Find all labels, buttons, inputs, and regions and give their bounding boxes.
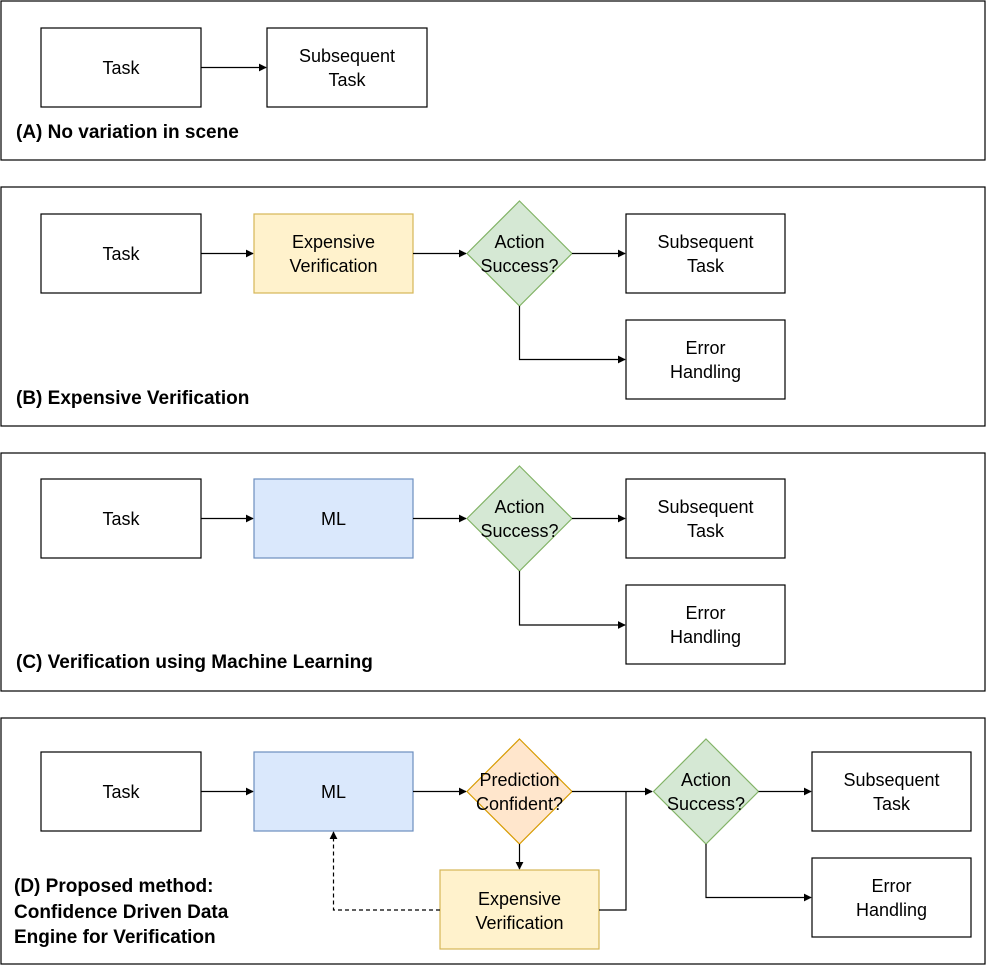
panel-c-subsequent-label-line2: Task [687,521,725,541]
panel-d-verification-label-line2: Verification [475,913,563,933]
panel-a-subsequent-task-node: Subsequent Task [266,27,428,108]
panel-d-error-label-line2: Handling [856,900,927,920]
panel-b-task-label: Task [102,244,140,264]
panel-b-arrow-decision-to-error [518,306,626,364]
panel-d-ml-label: ML [321,782,346,802]
panel-c: Task ML Action Success? Subsequent Task … [0,452,986,692]
panel-d-subsequent-label-line1: Subsequent [843,770,939,790]
panel-d-caption-line3: Engine for Verification [14,927,216,948]
panel-c-error-handling-node: Error Handling [625,584,786,665]
panel-c-action-success-decision: Action Success? [466,465,573,572]
panel-a-subsequent-label-line1: Subsequent [299,46,395,66]
panel-d-caption-line1: (D) Proposed method: [14,876,214,897]
panel-b-expensive-verification-node: Expensive Verification [253,213,414,294]
panel-b-verification-label-line1: Expensive [292,232,375,252]
panel-d-subsequent-label-line2: Task [873,794,911,814]
panel-d-subsequent-task-node: Subsequent Task [811,751,972,832]
panel-a-task-node: Task [40,27,202,108]
panel-d: Task ML Prediction Confident? Expensive … [0,717,986,965]
panel-d-error-label-line1: Error [872,876,912,896]
panel-d-prediction-confident-decision: Prediction Confident? [466,738,573,845]
panel-a: Task Subsequent Task (A) No variation in… [0,0,986,161]
panel-c-caption: (C) Verification using Machine Learning [16,652,373,673]
panel-b-subsequent-label-line1: Subsequent [657,232,753,252]
panel-c-ml-label: ML [321,509,346,529]
panel-d-confidence-label-line2: Confident? [476,794,563,814]
panel-c-task-label: Task [102,509,140,529]
panel-d-decision-label-line1: Action [681,770,731,790]
panel-c-error-label-line1: Error [686,603,726,623]
panel-c-task-node: Task [40,478,202,559]
panel-d-confidence-label-line1: Prediction [479,770,559,790]
panel-b: Task Expensive Verification Action Succe… [0,186,986,427]
panel-b-error-label-line2: Handling [670,362,741,382]
panel-a-caption: (A) No variation in scene [16,122,239,143]
panel-c-ml-node: ML [253,478,414,559]
panel-d-verification-label-line1: Expensive [478,889,561,909]
panel-d-action-success-decision: Action Success? [652,738,760,845]
panel-c-subsequent-task-node: Subsequent Task [625,478,786,559]
panel-b-verification-label-line2: Verification [289,256,377,276]
panel-b-error-handling-node: Error Handling [625,319,786,400]
panel-c-arrow-decision-to-error [518,571,626,629]
panel-a-subsequent-label-line2: Task [328,70,366,90]
panel-d-caption-line2: Confidence Driven Data [14,902,229,923]
panel-d-dashed-feedback-arrow-to-ml [329,831,440,911]
panel-b-subsequent-label-line2: Task [687,256,725,276]
panel-b-decision-label-line2: Success? [480,256,558,276]
panel-d-task-label: Task [102,782,140,802]
panel-a-task-label: Task [102,58,140,78]
panel-b-task-node: Task [40,213,202,294]
panel-d-arrow-decision-to-error [705,844,812,902]
panel-d-task-node: Task [40,751,202,832]
panel-d-decision-label-line2: Success? [667,794,745,814]
panel-b-subsequent-task-node: Subsequent Task [625,213,786,294]
panel-c-decision-label-line1: Action [494,497,544,517]
panel-d-connector-verification-to-decision [599,791,627,911]
panel-d-ml-node: ML [253,751,414,832]
panel-c-error-label-line2: Handling [670,627,741,647]
panel-d-error-handling-node: Error Handling [811,857,972,938]
panel-b-action-success-decision: Action Success? [466,200,573,307]
panel-d-expensive-verification-node: Expensive Verification [439,869,600,950]
panel-b-caption: (B) Expensive Verification [16,388,249,409]
panel-c-decision-label-line2: Success? [480,521,558,541]
panel-b-error-label-line1: Error [686,338,726,358]
panel-b-decision-label-line1: Action [494,232,544,252]
panel-c-subsequent-label-line1: Subsequent [657,497,753,517]
